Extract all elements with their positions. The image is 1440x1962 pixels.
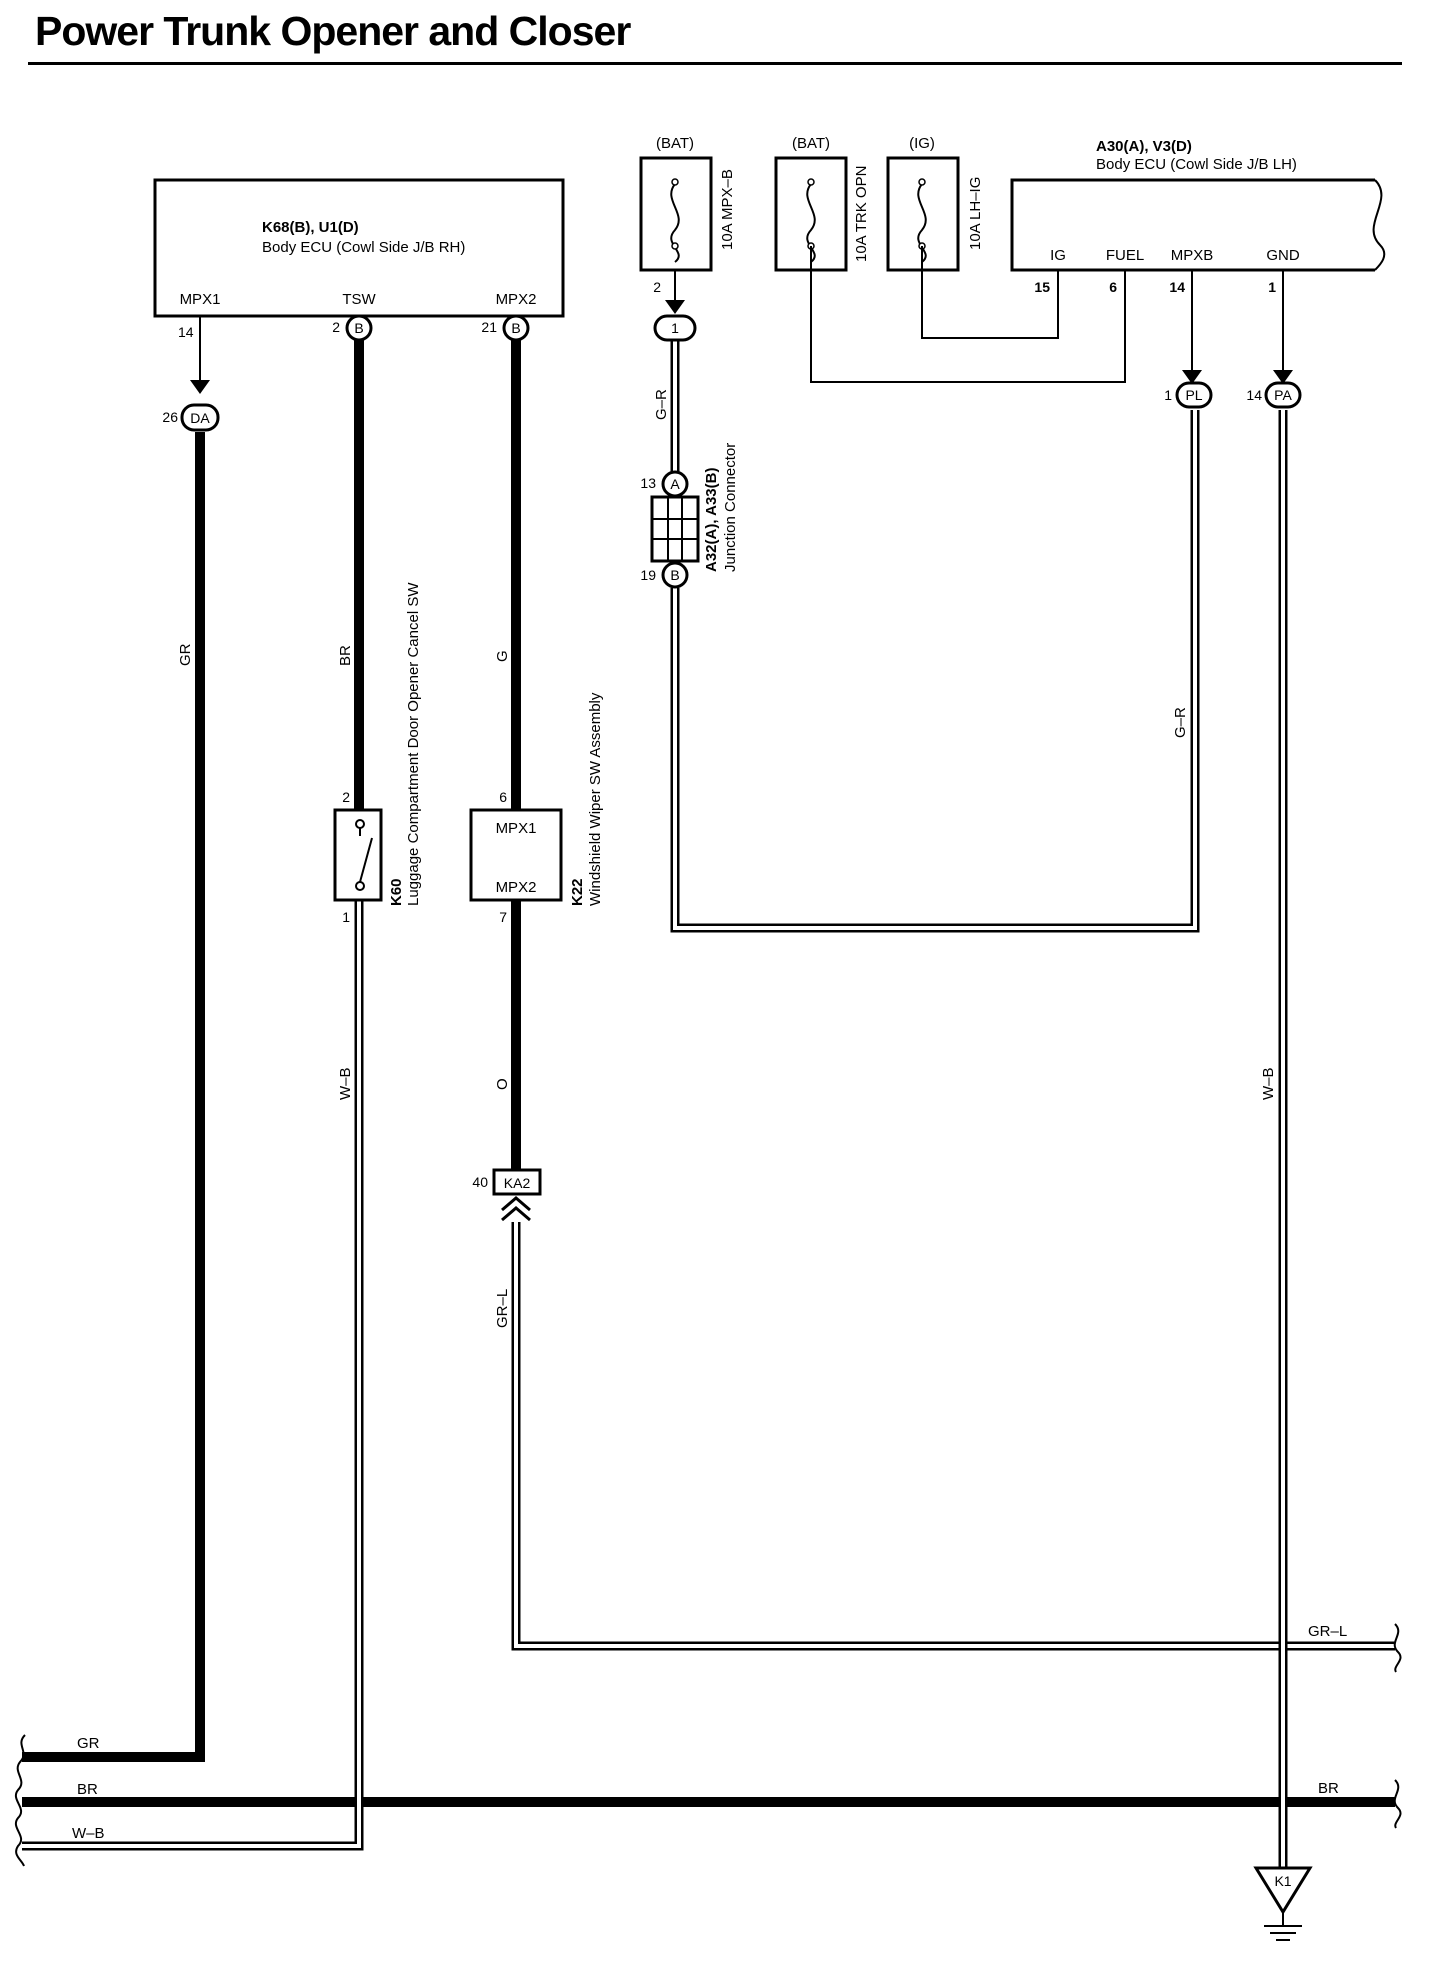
k60-pin-bottom: 1 [342,909,350,925]
k22-pin-bottom: 7 [499,909,507,925]
fuse-trk-opn-name: 10A TRK OPN [853,166,870,262]
connector-mpx2-b: B [502,314,530,342]
wire-label-grl: GR–L [494,1289,511,1328]
wire-label-wb: W–B [337,1067,354,1100]
bottom-label-br: BR [77,1781,98,1798]
wire-break-left [15,1734,26,1867]
k22-wiper-switch[interactable]: MPX1 MPX2 K22 Windshield Wiper SW Assemb… [469,692,604,906]
page-title: Power Trunk Opener and Closer [35,8,631,54]
junction-name: Junction Connector [722,443,739,572]
junction-conn-top: A [670,476,680,492]
bottom-label-gr: GR [77,1735,100,1752]
connector-da-name: DA [190,410,210,426]
wire-label-gr: GR [177,643,194,666]
body-ecu-rh-name: Body ECU (Cowl Side J/B RH) [262,239,465,256]
fuse-mpx-b-pin: 2 [653,279,661,295]
wire-gr [22,316,210,1762]
k22-term2: MPX2 [496,879,537,896]
terminal-gnd: GND [1266,247,1300,264]
body-ecu-lh-name: Body ECU (Cowl Side J/B LH) [1096,156,1297,173]
fuse-mpx-b: (BAT) 10A MPX–B [639,135,736,272]
wire-label-wb-gnd: W–B [1260,1067,1277,1100]
connector-mpx2-b-label: B [511,320,520,336]
fuse-mpx-b-source: (BAT) [656,135,694,152]
wire-gr-r [665,270,1202,933]
pin-mpx2: 21 [481,319,497,335]
k60-switch[interactable]: K60 Luggage Compartment Door Opener Canc… [333,582,422,906]
fuse-trk-opn: (BAT) 10A TRK OPN [774,135,870,272]
fuse-lh-ig-name: 10A LH–IG [967,177,984,250]
right-label-grl: GR–L [1308,1623,1347,1640]
wire-label-gr-r-lower: G–R [1172,707,1189,738]
connector-tsw-b: B [345,314,373,342]
junction-conn-bottom: B [670,567,679,583]
wire-grl [511,1222,1395,1651]
fuse-trk-opn-source: (BAT) [792,135,830,152]
pin-mpxb: 14 [1169,279,1185,295]
right-label-br: BR [1318,1780,1339,1797]
junction-connector[interactable]: A B A32(A), A33(B) Junction Connector [650,443,739,589]
terminal-mpx1: MPX1 [180,291,221,308]
k22-code: K22 [569,878,586,906]
pin-fuel: 6 [1109,279,1117,295]
junction-pin-top: 13 [640,475,656,491]
body-ecu-lh[interactable]: A30(A), V3(D) Body ECU (Cowl Side J/B LH… [1010,138,1386,272]
pin-gnd: 1 [1268,279,1276,295]
wire-label-br: BR [337,645,354,666]
k22-name: Windshield Wiper SW Assembly [587,692,604,906]
wire-wb-k60 [22,900,364,1851]
k22-term1: MPX1 [496,820,537,837]
connector-pl[interactable]: PL [1175,381,1213,409]
wire-label-gr-r-upper: G–R [653,389,670,420]
connector-ka2-name: KA2 [504,1175,531,1191]
wire-br [22,340,1395,1807]
title-rule [28,62,1402,65]
bottom-label-wb: W–B [72,1825,105,1842]
wire-label-o: O [494,1078,511,1090]
connector-1[interactable]: 1 [653,314,697,342]
wire-label-g: G [494,650,511,662]
k22-pin-top: 6 [499,789,507,805]
terminal-ig: IG [1050,247,1066,264]
ground-k1-name: K1 [1274,1873,1291,1889]
k60-pin-top: 2 [342,789,350,805]
connector-1-name: 1 [671,320,679,336]
terminal-mpxb: MPXB [1171,247,1214,264]
terminal-fuel: FUEL [1106,247,1144,264]
connector-da-pin: 26 [162,409,178,425]
junction-pin-bottom: 19 [640,567,656,583]
k60-code: K60 [388,878,405,906]
terminal-mpx2: MPX2 [496,291,537,308]
connector-pl-name: PL [1185,387,1202,403]
wire-break-right [1393,1623,1402,1829]
connector-pa-name: PA [1274,387,1292,403]
connector-pa[interactable]: PA [1264,381,1302,409]
fuse-feed-wires [810,246,1126,383]
wire-wb-gnd [1273,270,1293,1874]
body-ecu-lh-code: A30(A), V3(D) [1096,138,1192,155]
k60-name: Luggage Compartment Door Opener Cancel S… [405,582,422,906]
connector-pl-pin: 1 [1164,387,1172,403]
terminal-tsw: TSW [342,291,376,308]
connector-da[interactable]: DA [180,403,220,432]
connector-ka2-pin: 40 [472,1174,488,1190]
connector-ka2[interactable]: KA2 [492,1168,542,1222]
body-ecu-rh-code: K68(B), U1(D) [262,219,359,236]
connector-tsw-b-label: B [354,320,363,336]
junction-code: A32(A), A33(B) [703,468,720,572]
connector-pa-pin: 14 [1246,387,1262,403]
fuse-lh-ig: (IG) 10A LH–IG [886,135,984,272]
ground-k1[interactable]: K1 [1253,1866,1313,1941]
pin-mpx1: 14 [178,324,194,340]
body-ecu-rh[interactable]: K68(B), U1(D) Body ECU (Cowl Side J/B RH… [153,178,565,318]
pin-ig: 15 [1034,279,1050,295]
fuse-lh-ig-source: (IG) [909,135,935,152]
pin-tsw: 2 [332,319,340,335]
fuse-mpx-b-name: 10A MPX–B [719,169,736,250]
